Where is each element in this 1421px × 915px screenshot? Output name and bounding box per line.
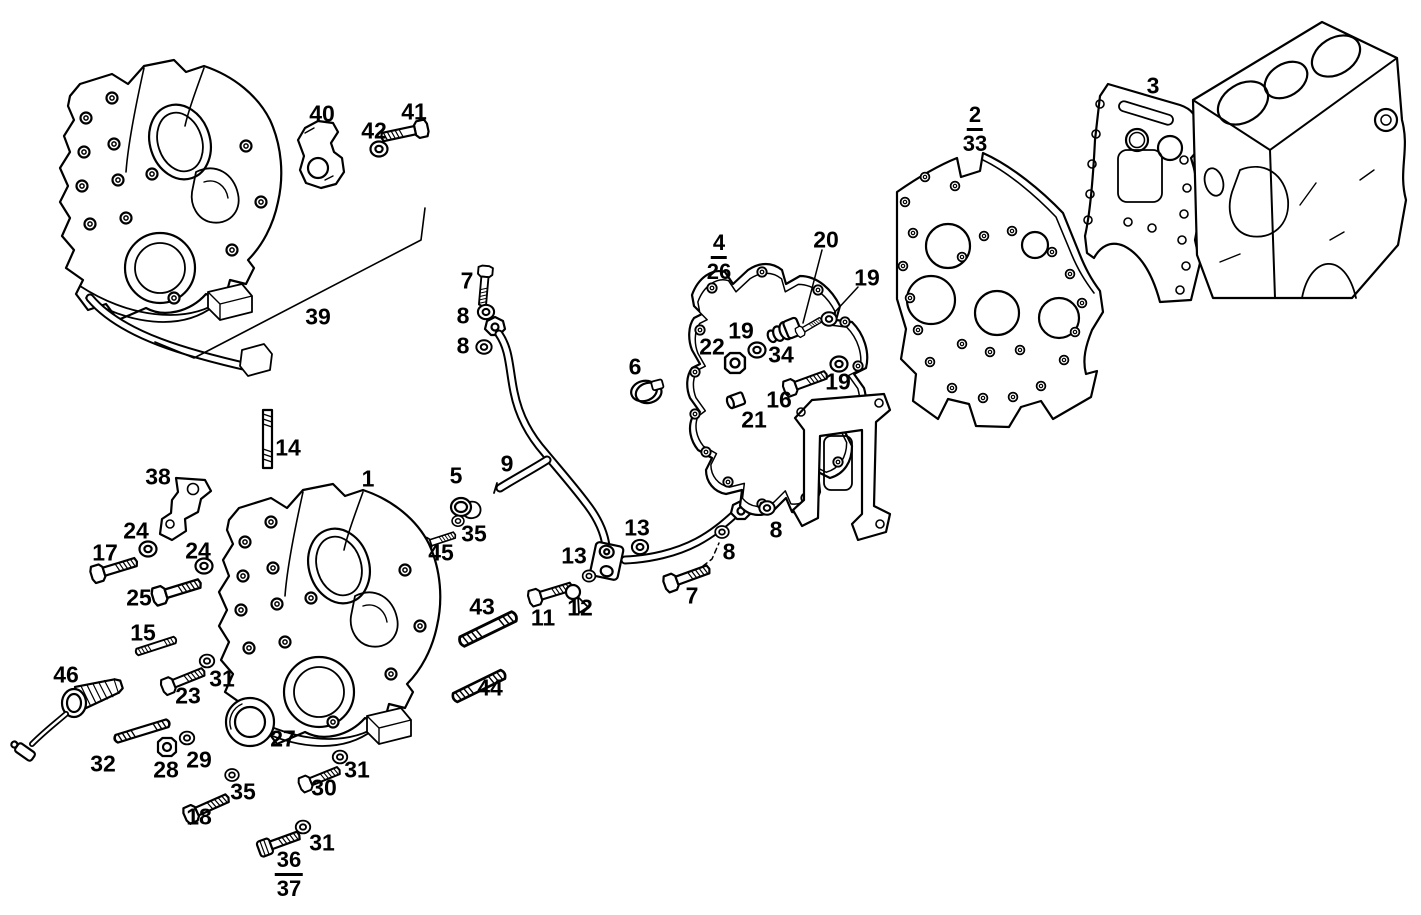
gasket-4-26 bbox=[686, 262, 869, 516]
callout-7-top: 7 bbox=[460, 267, 474, 294]
callout-39: 39 bbox=[305, 303, 331, 330]
callout-44: 44 bbox=[477, 674, 503, 701]
callout-18: 18 bbox=[186, 803, 212, 830]
callout-8-top-2: 8 bbox=[456, 332, 470, 359]
callout-24-2: 24 bbox=[185, 537, 211, 564]
engine-block bbox=[1191, 20, 1408, 300]
inner-bracket-plate bbox=[791, 392, 892, 542]
callout-45: 45 bbox=[428, 539, 454, 566]
callout-31-1: 31 bbox=[209, 665, 235, 692]
callout-27: 27 bbox=[270, 725, 296, 752]
callout-8-top-1: 8 bbox=[456, 302, 470, 329]
callout-35-1: 35 bbox=[461, 520, 487, 547]
callout-8-3: 8 bbox=[722, 538, 736, 565]
stud-14 bbox=[261, 408, 274, 470]
adapter-plate-2-33 bbox=[895, 151, 1105, 429]
callout-35-2: 35 bbox=[230, 778, 256, 805]
dashed-leader-7 bbox=[702, 542, 720, 567]
callout-6: 6 bbox=[628, 353, 642, 380]
clip-12 bbox=[564, 583, 589, 614]
callout-29: 29 bbox=[186, 746, 212, 773]
callout-20: 20 bbox=[813, 226, 839, 253]
callout-1: 1 bbox=[361, 465, 375, 492]
callout-19-1: 19 bbox=[854, 264, 880, 291]
cover-plate-3 bbox=[1083, 82, 1202, 304]
callout-14: 14 bbox=[275, 434, 301, 461]
callout-13-1: 13 bbox=[561, 542, 587, 569]
seal-ring-27 bbox=[224, 696, 276, 748]
plug-34 bbox=[766, 316, 803, 344]
callout-3: 3 bbox=[1146, 72, 1160, 99]
callout-43: 43 bbox=[469, 593, 495, 620]
assembled-timing-cover-39 bbox=[60, 60, 281, 377]
leader-line-19 bbox=[833, 286, 859, 314]
callout-13-2: 13 bbox=[624, 514, 650, 541]
callout-12: 12 bbox=[567, 594, 593, 621]
callout-19-2: 19 bbox=[728, 317, 754, 344]
callout-31-3: 31 bbox=[309, 829, 335, 856]
leader-line-39 bbox=[154, 207, 426, 359]
callout-28: 28 bbox=[153, 756, 179, 783]
bracket-38 bbox=[158, 476, 213, 542]
cover-plate-40 bbox=[296, 119, 346, 190]
callout-19-3: 19 bbox=[825, 368, 851, 395]
leader-line-20 bbox=[802, 249, 823, 324]
callout-40: 40 bbox=[309, 100, 335, 127]
callout-24-1: 24 bbox=[123, 517, 149, 544]
sensor-46 bbox=[10, 678, 124, 762]
callout-22: 22 bbox=[699, 333, 725, 360]
callout-42: 42 bbox=[361, 117, 387, 144]
callout-46: 46 bbox=[53, 661, 79, 688]
callout-25: 25 bbox=[126, 584, 152, 611]
callout-7-2: 7 bbox=[685, 582, 699, 609]
callout-17: 17 bbox=[92, 539, 118, 566]
callout-30: 30 bbox=[311, 774, 337, 801]
callout-8-4: 8 bbox=[769, 516, 783, 543]
clamp-6 bbox=[630, 378, 665, 405]
callout-34: 34 bbox=[768, 341, 794, 368]
callout-32: 32 bbox=[90, 750, 116, 777]
callout-31-2: 31 bbox=[344, 756, 370, 783]
callout-16: 16 bbox=[766, 386, 792, 413]
callout-41: 41 bbox=[401, 98, 427, 125]
callout-23: 23 bbox=[175, 682, 201, 709]
callout-15: 15 bbox=[130, 619, 156, 646]
callout-9: 9 bbox=[500, 450, 514, 477]
callout-38: 38 bbox=[145, 463, 171, 490]
callout-21: 21 bbox=[741, 406, 767, 433]
clamp-5 bbox=[449, 496, 482, 520]
callout-11: 11 bbox=[530, 604, 556, 631]
sleeve-21 bbox=[725, 391, 747, 410]
callout-5: 5 bbox=[449, 462, 463, 489]
